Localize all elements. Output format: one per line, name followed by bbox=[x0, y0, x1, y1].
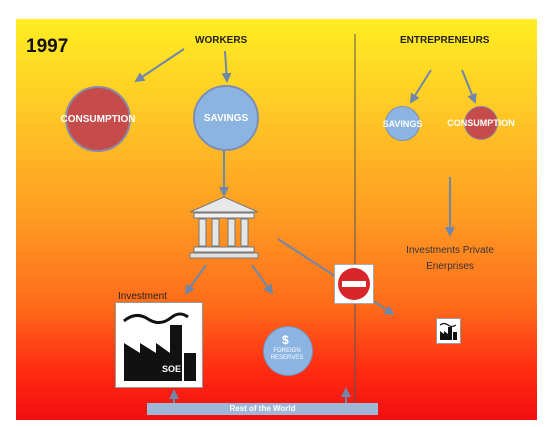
investment-label: Investment bbox=[118, 291, 167, 302]
bank-icon bbox=[189, 196, 259, 259]
entrepreneurs-savings-label: SAVINGS bbox=[382, 118, 423, 129]
workers-consumption-node: CONSUMPTION bbox=[61, 86, 136, 152]
arrow-workers-to-savings bbox=[221, 50, 232, 83]
entrepreneurs-savings-node: SAVINGS bbox=[382, 106, 423, 141]
soe-label: SOE bbox=[162, 364, 182, 374]
diagram-graphics bbox=[134, 34, 477, 403]
foreign-reserves-node bbox=[263, 326, 313, 376]
workers-savings-label: SAVINGS bbox=[203, 112, 249, 124]
entrepreneurs-label: ENTREPRENEURS bbox=[400, 35, 490, 46]
investments-private-label: Investments Private Enerprises bbox=[406, 245, 494, 272]
diagram-slide: 1997 WORKERS ENTREPRENEURS CONSUMPTION S… bbox=[16, 19, 537, 420]
arrow-bank-to-reserves bbox=[251, 264, 274, 295]
arrow-bank-to-soe bbox=[184, 264, 207, 295]
entrepreneurs-consumption-node: CONSUMPTION bbox=[447, 106, 515, 140]
dollar-icon: $ bbox=[282, 333, 289, 347]
workers-savings-node: SAVINGS bbox=[193, 85, 259, 151]
workers-consumption-label: CONSUMPTION bbox=[60, 113, 136, 125]
rest-of-world-bar bbox=[147, 403, 378, 415]
rest-of-world-label: Rest of the World bbox=[229, 404, 296, 413]
private-factory-box bbox=[436, 318, 461, 344]
arrow-workers-to-consumption bbox=[134, 48, 185, 83]
year-label: 1997 bbox=[26, 36, 69, 57]
arrow-entrepreneurs-to-savings bbox=[409, 69, 432, 104]
small-factory-icon bbox=[439, 322, 457, 340]
soe-factory-box bbox=[115, 302, 203, 388]
factory-icon bbox=[123, 312, 196, 381]
foreign-reserves-label: FOREIGN RESERVES bbox=[270, 348, 304, 361]
no-entry-icon bbox=[338, 268, 370, 300]
no-entry-sign bbox=[334, 264, 374, 304]
arrow-entrepreneurs-to-consumption bbox=[461, 69, 477, 104]
workers-label: WORKERS bbox=[195, 35, 248, 46]
entrepreneurs-consumption-label: CONSUMPTION bbox=[447, 118, 515, 128]
